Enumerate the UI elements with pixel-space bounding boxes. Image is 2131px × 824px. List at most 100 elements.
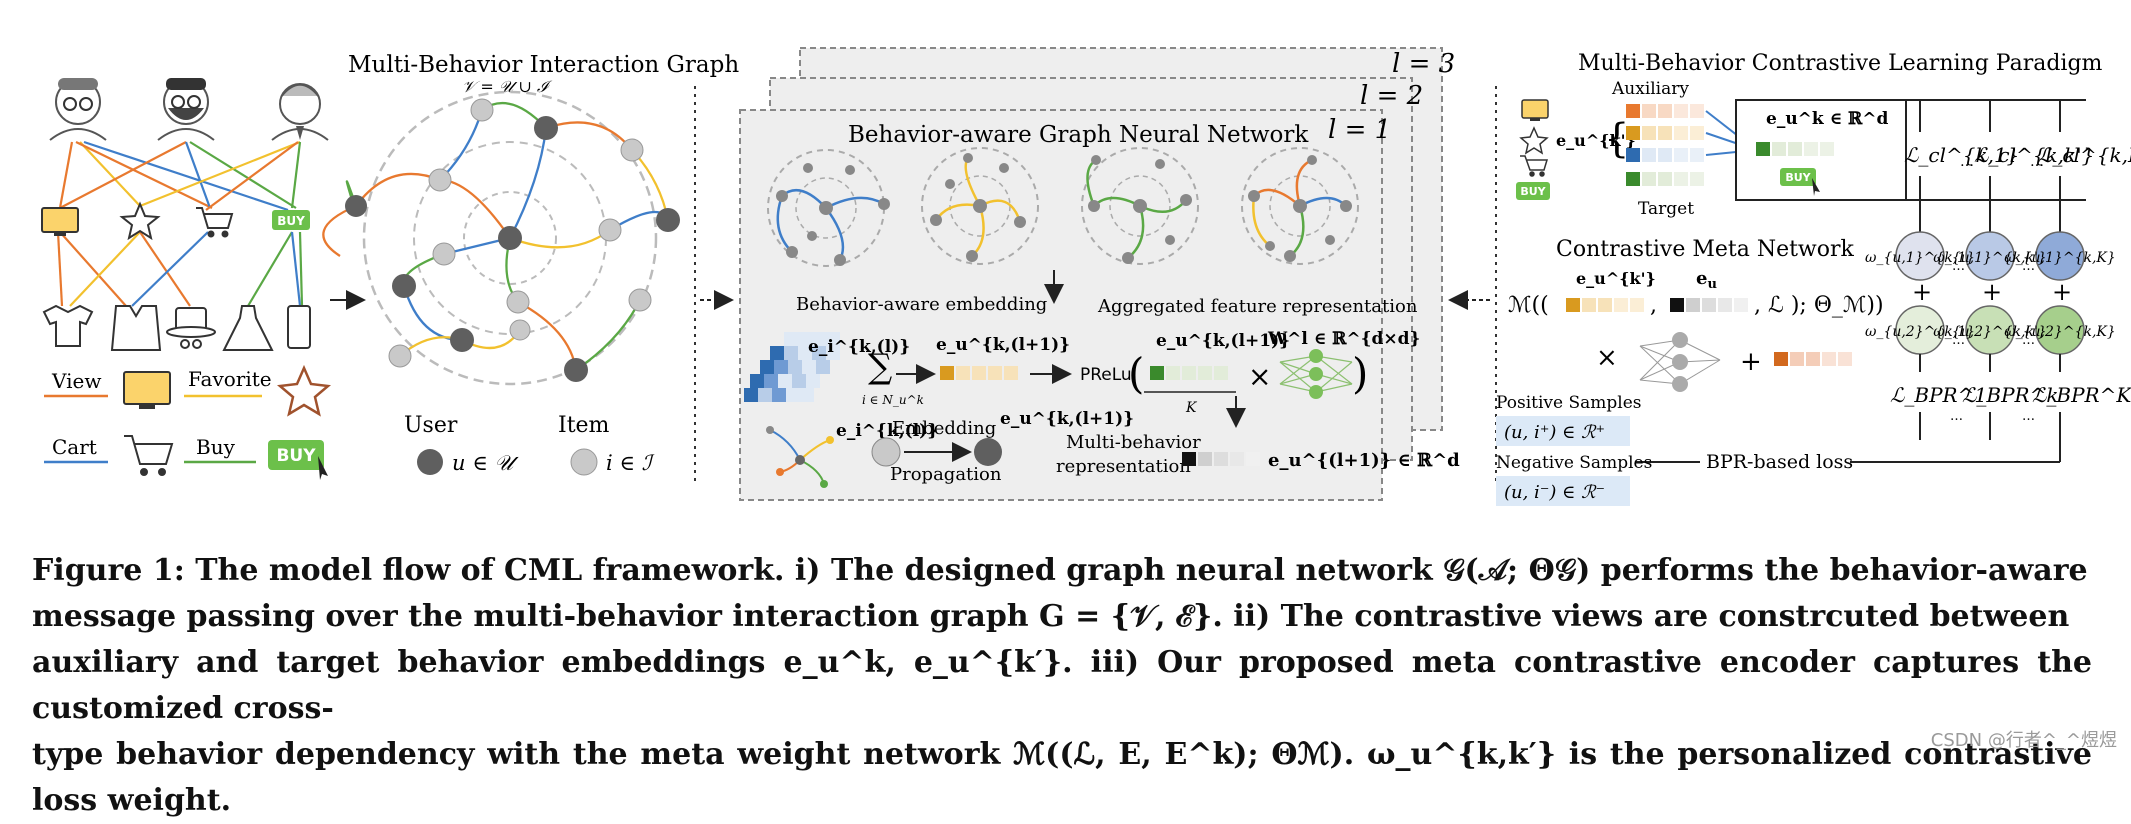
target-vector [1756, 142, 1834, 156]
meta-aux-vector [1566, 298, 1644, 312]
coat-icon [110, 305, 162, 351]
mini-graph-3 [1081, 147, 1199, 265]
auxiliary-label: Auxiliary [1611, 79, 1689, 99]
e-u-kl1-label-2: e_u^{k,(l+1)} [1156, 331, 1290, 351]
legend-monitor-icon [123, 371, 171, 409]
bpr-loss-label: BPR-based loss [1706, 451, 1853, 473]
svg-text:BUY: BUY [277, 214, 305, 228]
times-symbol: × [1248, 360, 1271, 393]
meta-plus: + [1740, 347, 1762, 377]
vertex-set-label: 𝒱 = 𝒰 ∪ ℐ [462, 77, 553, 96]
embed-caption: Behavior-aware embedding [796, 294, 1047, 315]
negative-set: (u, i⁻) ∈ ℛ⁻ [1504, 482, 1605, 503]
item-node-propagation [871, 437, 901, 467]
bpr-loss-1: ℒ_BPR^1 [1890, 383, 1987, 407]
cml-framework-diagram: Multi-Behavior Interaction Graph 𝒱 = 𝒰 ∪… [41, 47, 2131, 506]
e-uk-prime-label: e_u^{k'} [1556, 131, 1636, 150]
legend-star-icon [276, 364, 332, 417]
middle-panel: l = 3 l = 2 l = 1 Behavior-aware Graph N… [739, 47, 1460, 501]
gnn-title: Behavior-aware Graph Neural Network [848, 122, 1309, 148]
negative-samples-label: Negative Samples [1496, 453, 1652, 473]
e-i-kl-label-2: e_i^{k,(l)} [836, 421, 938, 441]
user-label: User [404, 413, 458, 438]
omega-row-1: ω_{u,1}^{k,1} ω_{u,1}^{k,k'} ω_{u,1}^{k,… [1865, 231, 2116, 281]
positive-set: (u, i⁺) ∈ ℛ⁺ [1504, 422, 1605, 443]
aggregated-vector [940, 366, 1018, 380]
propagation-label: Propagation [890, 464, 1002, 485]
contrastive-title: Multi-Behavior Contrastive Learning Para… [1578, 51, 2103, 76]
bpr-bracket [1636, 412, 2061, 463]
csdn-watermark: CSDN @行者^_^煜煜 [1930, 730, 2117, 751]
e-u-l1-label: e_u^{(l+1)} ∈ ℝ^d [1268, 450, 1460, 471]
cl-loss-k: ℒ_cl^{k,k'} [1974, 143, 2094, 167]
svg-text:BUY: BUY [1520, 185, 1546, 198]
legend-cart-icon [124, 435, 174, 476]
behavior-legend: View Favorite Cart Buy BUY [44, 364, 332, 480]
legend-view-label: View [51, 369, 101, 393]
user-icon-1 [49, 78, 107, 141]
item-set: i ∈ ℐ [606, 451, 655, 475]
meta-mlp [1639, 332, 1721, 392]
omega-2-K: ω_{u,2}^{k,K} [2004, 324, 2116, 340]
item-label: Item [558, 413, 610, 438]
right-monitor-icon [1521, 99, 1549, 121]
e-i-kl-label: e_i^{k,(l)} [808, 337, 910, 357]
omega-1-1: ω_{u,1}^{k,1} [1865, 250, 1975, 266]
layer-label-2: l = 2 [1360, 81, 1423, 111]
buy-badge-small: BUY [272, 210, 310, 230]
right-panel: Multi-Behavior Contrastive Learning Para… [1496, 51, 2131, 506]
svg-text:+: + [1912, 278, 1932, 306]
omega-row-2: ω_{u,2}^{k,1} ω_{u,2}^{k,k'} ω_{u,2}^{k,… [1865, 305, 2116, 355]
left-panel: Multi-Behavior Interaction Graph 𝒱 = 𝒰 ∪… [41, 52, 739, 480]
user-icon-3 [271, 83, 329, 141]
auxiliary-vectors [1626, 104, 1704, 186]
svg-text:…: … [1952, 259, 1965, 274]
caption-line-1: Figure 1: The model flow of CML framewor… [32, 553, 2088, 588]
layer-label-3: l = 3 [1392, 49, 1455, 79]
svg-text:…: … [2022, 409, 2035, 424]
star-icon [119, 201, 161, 241]
caption-line-3: auxiliary and target behavior embeddings… [32, 645, 2092, 726]
svg-text:…: … [2022, 259, 2035, 274]
e-uk-in-label: e_u^k ∈ ℝ^d [1766, 109, 1888, 129]
user-node-swatch [417, 449, 443, 475]
cl-loss-K: ℒ_cl^{k,K} [2038, 143, 2131, 167]
agg-caption: Aggregated feature representation [1097, 296, 1418, 317]
svg-text:BUY: BUY [1785, 171, 1811, 184]
svg-text:…: … [2022, 333, 2035, 348]
layer-label-1: l = 1 [1328, 115, 1391, 145]
legend-favorite-label: Favorite [188, 367, 272, 391]
svg-text:+: + [1982, 278, 2002, 306]
monitor-icon [41, 207, 79, 236]
legend-buy-label: Buy [196, 435, 236, 459]
left-paren: ( [1128, 349, 1144, 398]
omega-1-K: ω_{u,1}^{k,K} [2004, 250, 2116, 266]
meta-network-title: Contrastive Meta Network [1556, 237, 1855, 262]
right-cart-icon [1520, 155, 1549, 177]
propagation-mini-graph [766, 426, 834, 488]
auxiliary-brace: { [1604, 116, 1629, 162]
svg-text:…: … [1952, 333, 1965, 348]
frac-denominator: K [1185, 400, 1198, 416]
svg-text:…: … [1950, 409, 1963, 424]
interaction-graph-title: Multi-Behavior Interaction Graph [348, 52, 739, 78]
user-node-propagation [974, 438, 1002, 466]
hat-icon [166, 307, 216, 349]
meta-e-u: eu [1696, 268, 1717, 292]
bpr-loss-k: ℒ_BPR^k [1962, 383, 2059, 407]
node-legend: User u ∈ 𝒰 Item i ∈ ℐ [404, 413, 655, 476]
bpr-loss-K: ℒ_BPR^K [2032, 383, 2131, 407]
right-star-icon [1519, 126, 1549, 155]
svg-text:BUY: BUY [276, 446, 316, 466]
meta-bias-vector [1774, 352, 1852, 366]
weight-label: W^l ∈ ℝ^{d×d} [1267, 329, 1420, 349]
svg-text:+: + [2052, 278, 2072, 306]
figure-caption: Figure 1: The model flow of CML framewor… [32, 548, 2092, 824]
omega-2-1: ω_{u,2}^{k,1} [1865, 324, 1975, 340]
e-u-kl1-label: e_u^{k,(l+1)} [936, 335, 1070, 355]
sum-subscript: i ∈ N_u^k [862, 393, 924, 407]
positive-samples-label: Positive Samples [1496, 393, 1642, 413]
multi-rep-line1: Multi-behavior [1066, 432, 1201, 453]
right-paren: ) [1352, 349, 1368, 398]
embedding-matrix [744, 332, 840, 402]
